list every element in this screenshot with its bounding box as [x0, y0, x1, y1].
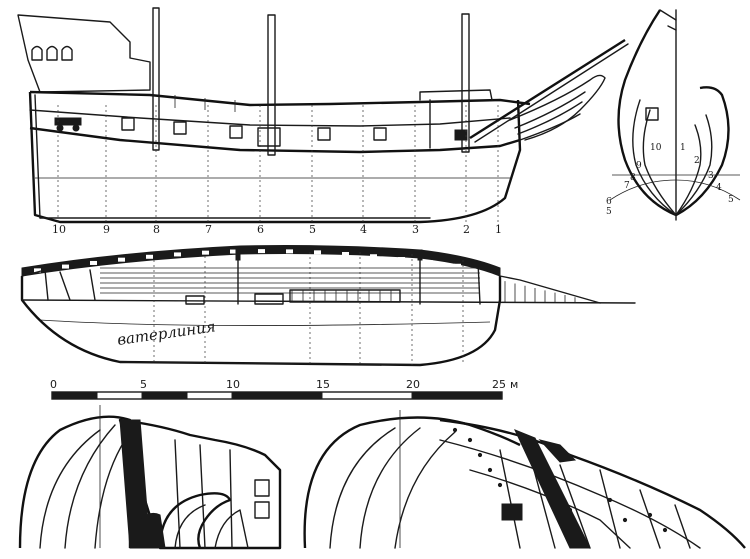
sheer-port: [34, 268, 41, 273]
sheer-port: [230, 249, 237, 254]
body-plan-label-left-10: 10: [650, 143, 662, 153]
sheer-port: [62, 264, 69, 269]
scale-tick-5: 5: [140, 378, 147, 391]
body-plan-label-left-6: 6: [606, 197, 612, 207]
station-label-8: 8: [153, 223, 160, 236]
rivet: [477, 452, 483, 458]
side-elevation: [17, 7, 629, 224]
scale-tick-20: 20: [406, 378, 420, 391]
scale-bar: 0 5 10 15 20 25 м: [50, 378, 518, 400]
station-lines: [57, 105, 499, 222]
station-label-6: 6: [257, 223, 264, 236]
station-label-9: 9: [103, 223, 110, 236]
body-plan-label-right-5: 5: [728, 195, 734, 205]
sheer-port: [146, 254, 153, 259]
body-plan-label-right-2: 2: [694, 156, 700, 166]
sheer-port: [426, 260, 433, 265]
sheer-port: [454, 263, 461, 268]
sheer-port: [258, 249, 265, 254]
rivet: [622, 517, 628, 523]
waterline-label: ватерлиния: [116, 317, 217, 349]
body-plan-label-left-8: 8: [630, 173, 636, 183]
station-label-5: 5: [309, 223, 316, 236]
scale-tick-25: 25: [492, 378, 506, 391]
body-plan-label-right-1: 1: [680, 143, 686, 153]
body-plan: 10 9 8 7 6 5 1 2 3 4 5: [606, 9, 741, 221]
sheer-port: [370, 254, 377, 259]
rivet: [607, 497, 613, 503]
rivet: [497, 482, 503, 488]
rivet: [487, 467, 493, 473]
sheer-port: [202, 250, 209, 255]
body-plan-label-right-3: 3: [708, 171, 714, 181]
scale-unit: м: [510, 378, 518, 391]
station-labels: 10 9 8 7 6 5 4 3 2 1: [52, 223, 502, 236]
sheer-port: [118, 257, 125, 262]
station-label-1: 1: [495, 223, 502, 236]
scale-tick-15: 15: [316, 378, 330, 391]
stern-perspective: [18, 405, 282, 550]
body-plan-label-left-7: 7: [624, 181, 630, 191]
rivet: [537, 467, 543, 473]
bow-perspective: [303, 410, 746, 549]
body-plan-label-left-9: 9: [636, 161, 642, 171]
sheer-port: [90, 260, 97, 265]
sheer-port: [174, 252, 181, 257]
sheer-port: [398, 257, 405, 262]
rivet: [662, 527, 668, 533]
scale-tick-0: 0: [50, 378, 57, 391]
station-label-10: 10: [52, 223, 66, 236]
station-label-4: 4: [360, 223, 367, 236]
sheer-port: [342, 251, 349, 256]
station-label-3: 3: [412, 223, 419, 236]
scale-tick-10: 10: [226, 378, 240, 391]
rivet: [552, 487, 558, 493]
station-label-2: 2: [463, 223, 470, 236]
body-plan-label-left-5: 5: [606, 207, 612, 217]
rivet: [647, 512, 653, 518]
rivet: [567, 507, 573, 513]
sheer-port: [314, 250, 321, 255]
rivet: [452, 427, 458, 433]
body-plan-label-right-4: 4: [716, 183, 722, 193]
longitudinal-section: ватерлиния: [20, 245, 636, 367]
rivet: [467, 437, 473, 443]
sheer-port: [286, 249, 293, 254]
station-label-7: 7: [205, 223, 212, 236]
